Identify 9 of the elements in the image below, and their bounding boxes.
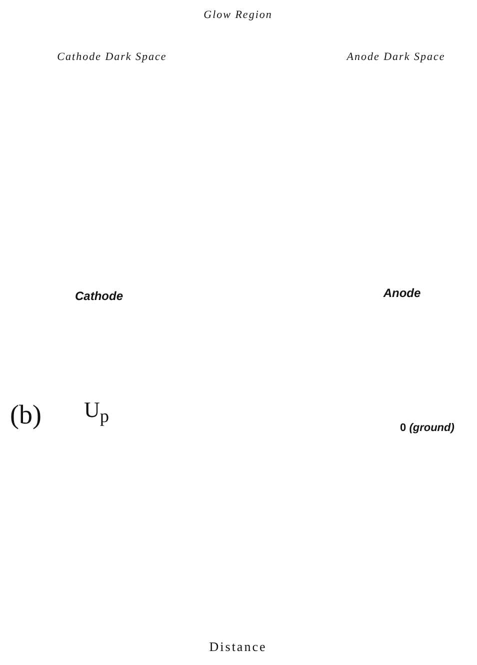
- electrode-label: Cathode: [75, 289, 123, 303]
- panel-label: (b): [10, 400, 42, 430]
- electrode-label: Anode: [383, 286, 421, 300]
- ground-label: 0 (ground): [400, 422, 454, 434]
- axis-label: Distance: [209, 639, 267, 655]
- region-label: Anode Dark Space: [346, 51, 446, 63]
- region-label: Cathode Dark Space: [57, 51, 167, 63]
- voltage-label: U$_{p}$: [84, 396, 110, 428]
- region-label: Glow Region: [204, 9, 272, 21]
